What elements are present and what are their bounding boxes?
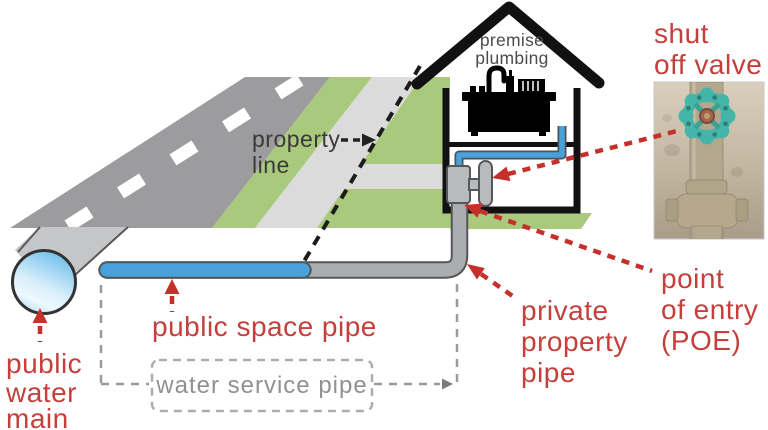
road-centerline [59, 74, 304, 235]
property-line-group: property line [252, 64, 422, 265]
premise-plumbing-label-line2: plumbing [475, 48, 548, 68]
property-line-label-line2: line [252, 152, 290, 178]
main-pipe-face [11, 249, 77, 315]
indoor-plumbing [446, 126, 567, 207]
annotations [32, 127, 682, 342]
walkway-path [327, 164, 446, 189]
house: premise plumbing [411, 1, 605, 214]
valve-handle [478, 160, 493, 207]
yard-grass [317, 77, 450, 228]
shut-off-valve-label-line2: off valve [654, 49, 762, 80]
photo-tee-fitting [675, 193, 739, 229]
street-scene [10, 74, 592, 235]
valve-wheel-icon [678, 87, 736, 145]
water-service-pipe-label: water service pipe [155, 372, 367, 399]
grass-strip-left [212, 77, 372, 228]
sink-icon [462, 65, 556, 136]
public-water-main-label-line3: main [6, 403, 69, 430]
private-property-pipe-label-line1: private [521, 295, 609, 326]
public-water-main-label-line1: public [6, 348, 82, 379]
valve-flange [446, 165, 471, 204]
house-walls [442, 88, 581, 214]
point-of-entry-arrowhead [464, 203, 483, 218]
private-property-pipe-label-line2: property [521, 326, 628, 357]
point-of-entry-label-line2: of entry [661, 294, 758, 325]
point-of-entry-arrow-stem [479, 208, 653, 274]
premise-plumbing-label-line1: premise [480, 30, 544, 50]
private-pipe-arrow-stem [479, 272, 516, 299]
water-service-pipe-box [150, 358, 374, 413]
shutoff-valve-arrowhead [492, 166, 511, 182]
road [10, 77, 330, 228]
sidewalk [255, 77, 421, 228]
main-pipe-edge-left [17, 226, 41, 253]
main-pipe-edge-right [74, 226, 129, 276]
house-roof [411, 1, 605, 90]
shut-off-valve-label-line1: shut [654, 18, 709, 49]
point-of-entry-label-line3: (POE) [661, 325, 741, 356]
point-of-entry-label-line1: point [661, 263, 724, 294]
private-property-pipe [106, 166, 467, 277]
labels: shut off valve public space pipe public … [5, 18, 762, 430]
public-water-main-arrowhead [32, 308, 48, 323]
public-water-main [11, 226, 129, 315]
property-line-label-line1: property [252, 126, 340, 152]
water-service-pipe-run [98, 166, 469, 279]
water-service-pipe-bracket: water service pipe [99, 284, 459, 413]
property-line-arrowhead [362, 133, 376, 147]
private-property-pipe-label-line3: pipe [521, 357, 576, 388]
shut-off-valve-photo [653, 81, 765, 240]
public-space-pipe-arrowhead [164, 279, 180, 294]
bracket-arrowhead [442, 378, 453, 390]
photo-pipe-coupling [685, 179, 728, 195]
public-water-main-label-line2: water [5, 377, 77, 408]
yard-grass-under-house [450, 213, 592, 229]
property-line [301, 64, 422, 265]
indoor-pipe-blue [456, 126, 565, 170]
public-space-pipe-label: public space pipe [152, 311, 377, 342]
private-pipe-arrowhead [467, 264, 485, 280]
